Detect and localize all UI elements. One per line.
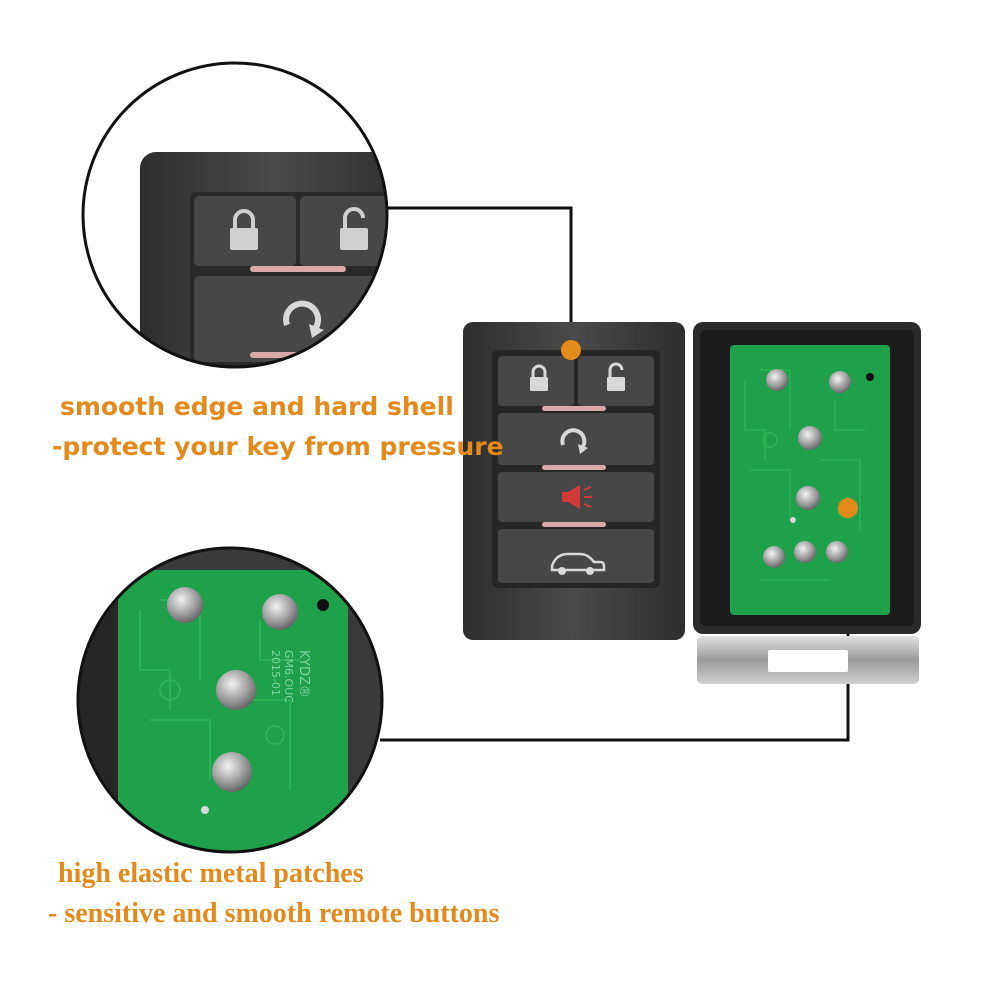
- caption-shell-subtitle: -protect your key from pressure: [52, 432, 504, 461]
- callout-line-top: [385, 206, 573, 348]
- panic-horn-icon: [562, 485, 592, 509]
- callout-dot-shell: [561, 340, 581, 360]
- metal-patch: [216, 670, 256, 710]
- zoom-circle-pcb: KYDZ® GM6.OUC 2015-01: [76, 546, 384, 854]
- zoom-circle-shell: [81, 61, 389, 369]
- lock-icon: [530, 364, 548, 391]
- remote-start-button: [498, 413, 654, 465]
- lock-icon: [230, 209, 258, 250]
- unlock-icon: [340, 207, 368, 250]
- caption-patch-subtitle: - sensitive and smooth remote buttons: [48, 898, 500, 929]
- key-fob-back: [693, 322, 921, 684]
- caption-patch-title: high elastic metal patches: [58, 858, 364, 889]
- trunk-button: [498, 529, 654, 583]
- unlock-icon: [607, 362, 625, 391]
- metal-patch: [167, 587, 203, 623]
- remote-start-icon: [283, 300, 324, 338]
- metal-patch: [262, 594, 298, 630]
- pcb-date-text: 2015-01: [269, 650, 282, 696]
- callout-dot-pcb: [838, 498, 858, 518]
- pcb-brand-text: KYDZ®: [296, 650, 311, 698]
- remote-start-icon: [560, 428, 588, 454]
- pcb-model-text: GM6.OUC: [282, 650, 295, 703]
- caption-shell-title: smooth edge and hard shell: [60, 392, 454, 421]
- key-fob-front: [463, 322, 685, 640]
- metal-patch: [212, 752, 252, 792]
- trunk-icon: [550, 552, 606, 575]
